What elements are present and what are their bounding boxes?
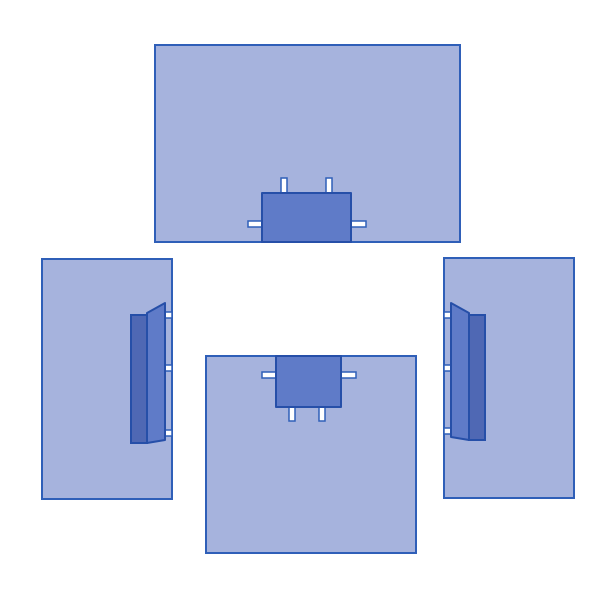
left-sheet-port (130, 302, 173, 444)
bottom-sheet-port (261, 355, 357, 422)
tab (339, 371, 357, 379)
port-window (275, 355, 342, 408)
right-sheet (443, 257, 575, 499)
port-frame (468, 314, 486, 441)
port-window (146, 302, 166, 444)
port-frame (130, 314, 148, 444)
tab (349, 220, 367, 228)
left-sheet (41, 258, 173, 500)
bottom-sheet (205, 355, 417, 554)
right-sheet-port (443, 302, 486, 441)
top-sheet-port (247, 177, 367, 243)
port-window (261, 192, 352, 243)
port-window (450, 302, 470, 441)
bottom-sheet-panel (205, 355, 417, 554)
top-sheet (154, 44, 461, 243)
